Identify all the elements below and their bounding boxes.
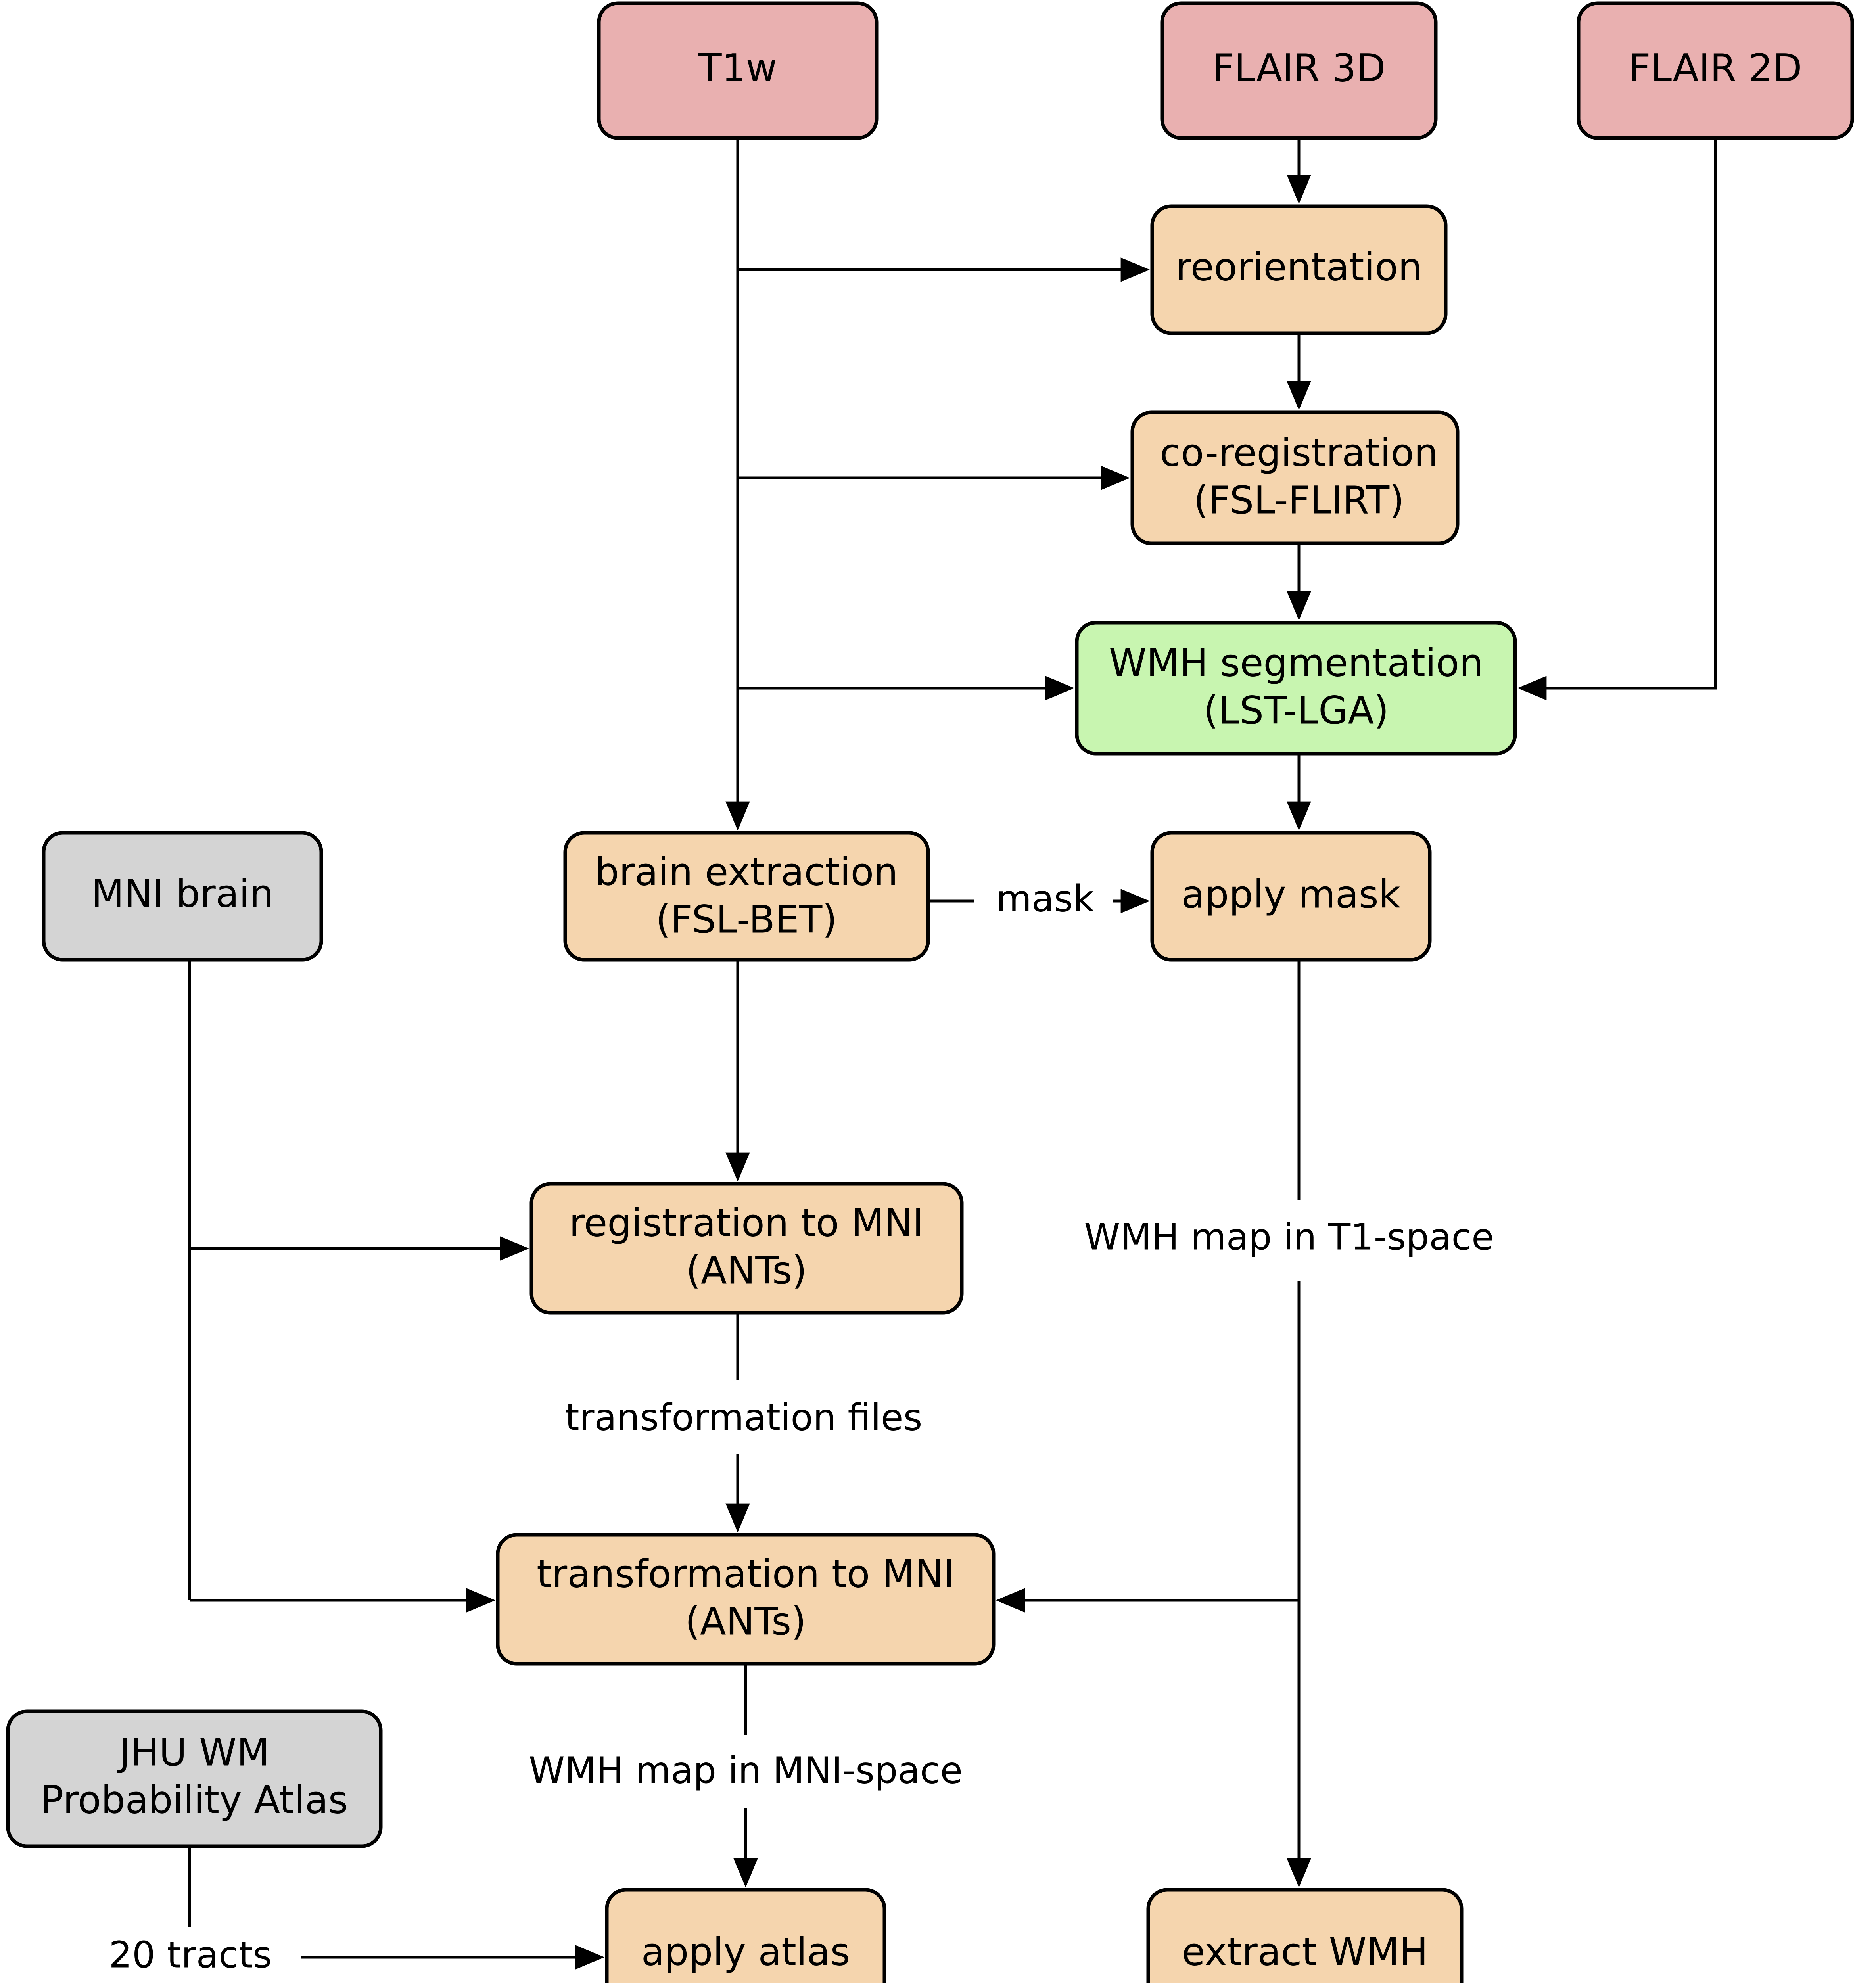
edge-label-mask: mask — [996, 877, 1094, 920]
node-coregistration-shape[interactable] — [1130, 410, 1460, 545]
node-apply-mask-shape[interactable] — [1150, 831, 1432, 962]
node-flair-3d-label: FLAIR 3D — [1212, 46, 1385, 90]
edge-labels-layer: mask WMH map in T1-space transformation … — [109, 877, 1494, 1976]
edge-flair2d-wmhsegmentation — [1517, 138, 1717, 700]
edge-label-20-tracts: 20 tracts — [109, 1933, 272, 1976]
node-reorientation-label: reorientation — [1176, 245, 1422, 289]
node-transformation-to-mni-label-line2: (ANTs) — [685, 1599, 806, 1644]
node-extract-wmh-shape[interactable] — [1146, 1888, 1464, 1983]
node-mni-brain[interactable]: MNI brain — [42, 831, 323, 962]
node-apply-atlas[interactable]: apply atlas — [605, 1888, 886, 1983]
node-t1w[interactable]: T1w — [597, 1, 879, 140]
node-apply-atlas-shape[interactable] — [605, 1888, 886, 1983]
node-brain-extraction-shape[interactable] — [563, 831, 930, 962]
node-transformation-to-mni-shape[interactable] — [496, 1533, 996, 1666]
node-reorientation-shape[interactable] — [1150, 204, 1448, 335]
node-flair-3d[interactable]: FLAIR 3D — [1160, 1, 1438, 140]
node-coregistration-label-line1: co-registration — [1160, 430, 1438, 475]
node-wmh-segmentation-shape[interactable] — [1075, 621, 1517, 756]
node-coregistration-label-line2: (FSL-FLIRT) — [1193, 478, 1404, 522]
node-registration-to-mni-label-line2: (ANTs) — [686, 1248, 807, 1293]
edge-label-transformation-files: transformation files — [565, 1396, 923, 1438]
node-flair-2d-shape[interactable] — [1577, 1, 1854, 140]
node-extract-wmh[interactable]: extract WMH — [1146, 1888, 1464, 1983]
node-jhu-wm-probability-atlas-label-line1: JHU WM — [117, 1730, 269, 1774]
node-coregistration[interactable]: co-registration (FSL-FLIRT) — [1130, 410, 1460, 545]
node-transformation-to-mni-label-line1: transformation to MNI — [537, 1551, 955, 1596]
edge-label-wmh-map-t1-space: WMH map in T1-space — [1084, 1216, 1494, 1258]
node-wmh-segmentation-label-line2: (LST-LGA) — [1203, 688, 1389, 733]
node-mni-brain-label: MNI brain — [91, 871, 274, 916]
edges-layer — [188, 138, 1717, 1970]
node-brain-extraction-label-line2: (FSL-BET) — [656, 897, 837, 942]
node-transformation-to-mni[interactable]: transformation to MNI (ANTs) — [496, 1533, 996, 1666]
node-jhu-wm-probability-atlas[interactable]: JHU WM Probability Atlas — [6, 1709, 383, 1848]
node-apply-atlas-label: apply atlas — [641, 1929, 850, 1974]
node-registration-to-mni-label-line1: registration to MNI — [569, 1201, 924, 1245]
node-brain-extraction-label-line1: brain extraction — [595, 850, 898, 894]
node-wmh-segmentation-label-line1: WMH segmentation — [1109, 641, 1483, 685]
node-flair-2d-label: FLAIR 2D — [1629, 46, 1802, 90]
node-t1w-label: T1w — [698, 46, 777, 90]
node-jhu-wm-probability-atlas-label-line2: Probability Atlas — [40, 1778, 348, 1822]
node-brain-extraction[interactable]: brain extraction (FSL-BET) — [563, 831, 930, 962]
node-apply-mask-label: apply mask — [1182, 872, 1401, 917]
node-registration-to-mni-shape[interactable] — [529, 1182, 964, 1315]
node-t1w-shape[interactable] — [597, 1, 879, 140]
node-wmh-segmentation[interactable]: WMH segmentation (LST-LGA) — [1075, 621, 1517, 756]
node-extract-wmh-label: extract WMH — [1182, 1929, 1428, 1974]
nodes-layer: T1w FLAIR 3D FLAIR 2D reorientation co-r… — [6, 1, 1854, 1983]
node-flair-2d[interactable]: FLAIR 2D — [1577, 1, 1854, 140]
node-apply-mask[interactable]: apply mask — [1150, 831, 1432, 962]
node-jhu-wm-probability-atlas-shape[interactable] — [6, 1709, 383, 1848]
node-flair-3d-shape[interactable] — [1160, 1, 1438, 140]
node-registration-to-mni[interactable]: registration to MNI (ANTs) — [529, 1182, 964, 1315]
node-mni-brain-shape[interactable] — [42, 831, 323, 962]
edge-label-wmh-map-mni-space: WMH map in MNI-space — [529, 1749, 963, 1791]
node-reorientation[interactable]: reorientation — [1150, 204, 1448, 335]
